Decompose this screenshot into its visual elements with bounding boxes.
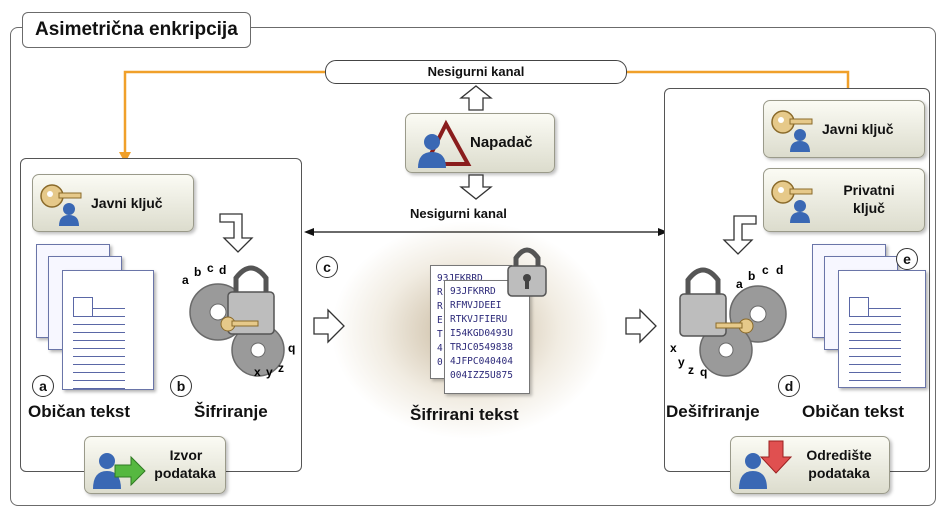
private-key-label-line1: Privatni — [843, 182, 895, 198]
source-label-line2: podataka — [154, 465, 216, 481]
key-user-icon — [40, 184, 82, 226]
right-down-arrow-icon — [722, 215, 757, 255]
outer-frame — [10, 27, 936, 506]
gear-letter: z — [688, 363, 694, 377]
cipher-back-line: 0 — [437, 357, 443, 368]
decryption-gears-icon: a b c d x y z q — [670, 263, 787, 379]
cipher-line: RTKVJFIERU — [450, 314, 508, 325]
source-box: Izvor podataka — [84, 436, 226, 494]
gear-letter: a — [182, 273, 189, 287]
key-user-icon — [771, 110, 813, 152]
label-e-badge: e — [896, 248, 918, 270]
destination-label-line2: podataka — [808, 465, 870, 481]
label-b-badge: b — [170, 375, 192, 397]
gear-letter: b — [748, 269, 755, 283]
source-user-icon — [93, 453, 146, 489]
private-key-box: Privatni ključ — [763, 168, 925, 232]
gear-letter: q — [700, 365, 707, 379]
gear-letter: z — [278, 361, 284, 375]
encryption-gears-icon: a b c d x y z q — [182, 261, 295, 379]
gear-letter: y — [266, 365, 273, 379]
gear-letter: x — [254, 365, 261, 379]
down-arrow-icon — [459, 174, 493, 200]
cipher-back-line: R — [437, 301, 443, 312]
cipher-back-line: R — [437, 287, 443, 298]
private-key-user-icon — [771, 180, 813, 223]
gear-letter: c — [207, 261, 214, 275]
left-plain-text-label: Običan tekst — [28, 402, 131, 421]
attacker-icon — [418, 119, 472, 168]
insecure-channel-mid: Nesigurni kanal — [410, 206, 507, 221]
right-public-key-box: Javni ključ — [763, 100, 925, 158]
gear-letter: d — [219, 263, 226, 277]
cipher-line: 004IZZ5U875 — [450, 370, 513, 381]
right-plain-text-label: Običan tekst — [802, 402, 905, 421]
cipher-back-line: 4 — [437, 343, 443, 354]
insecure-channel-top: Nesigurni kanal — [325, 60, 627, 84]
doc-image-placeholder — [849, 297, 869, 317]
gear-letter: y — [678, 355, 685, 369]
left-down-arrow-icon — [219, 213, 254, 253]
doc-image-placeholder — [73, 297, 93, 317]
gear-letter: d — [776, 263, 783, 277]
cipher-sheet-front: 93JFKRRD RFMVJDEEI RTKVJFIERU I54KGD0493… — [444, 280, 530, 394]
cipher-back-line: 93JFKRRD — [437, 273, 483, 284]
cipher-back-line: T — [437, 329, 443, 340]
cipher-line: RFMVJDEEI — [450, 300, 502, 311]
right-public-key-label: Javni ključ — [822, 121, 894, 137]
attacker-label: Napadač — [470, 134, 533, 151]
destination-box: Odredište podataka — [730, 436, 890, 494]
encryption-label: Šifriranje — [194, 402, 268, 421]
gear-letter: b — [194, 265, 201, 279]
cipher-back-lines: 93JFKRRD R R E T 4 0 — [431, 266, 511, 370]
left-public-key-label: Javni ključ — [91, 195, 163, 211]
cipher-front-lines: 93JFKRRD RFMVJDEEI RTKVJFIERU I54KGD0493… — [445, 281, 529, 383]
decryption-label: Dešifriranje — [666, 402, 760, 421]
label-c-badge: c — [316, 256, 338, 278]
up-arrow-icon — [459, 85, 493, 111]
cipher-line: 4JFPC040404 — [450, 356, 513, 367]
cipher-line: TRJC0549838 — [450, 342, 513, 353]
right-document-icon — [838, 270, 926, 388]
left-document-icon — [62, 270, 154, 390]
gear-letter: q — [288, 341, 295, 355]
left-right-arrow-icon — [313, 308, 345, 344]
destination-user-icon — [739, 440, 793, 489]
attacker-box: Napadač — [405, 113, 555, 173]
source-label-line1: Izvor — [169, 447, 203, 463]
cipher-line: 93JFKRRD — [450, 286, 496, 297]
gear-letter: a — [736, 277, 743, 291]
label-a-badge: a — [32, 375, 54, 397]
private-key-label-line2: ključ — [853, 200, 885, 216]
label-d-badge: d — [778, 375, 800, 397]
destination-label-line1: Odredište — [806, 447, 872, 463]
gear-letter: x — [670, 341, 677, 355]
center-right-arrow-icon — [625, 308, 657, 344]
left-public-key-box: Javni ključ — [32, 174, 194, 232]
gear-letter: c — [762, 263, 769, 277]
cipher-lock-icon — [507, 247, 547, 297]
cipher-line: I54KGD0493U — [450, 328, 513, 339]
diagram-title: Asimetrična enkripcija — [22, 12, 251, 48]
cipher-back-line: E — [437, 315, 443, 326]
cipher-text-label: Šifrirani tekst — [410, 405, 519, 424]
